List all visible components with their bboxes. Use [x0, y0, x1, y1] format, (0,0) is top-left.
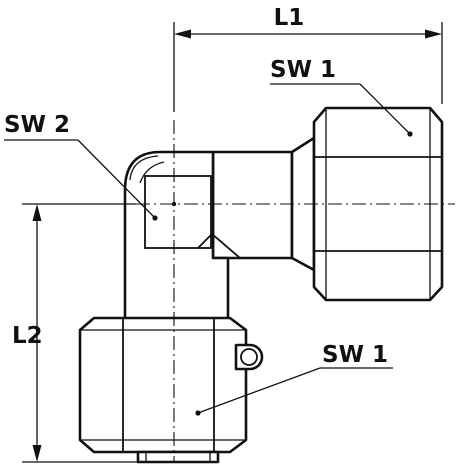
sw1-top-label: SW 1 [270, 57, 336, 83]
sw1-bottom-label: SW 1 [322, 342, 388, 368]
bottom-outlet-stub [136, 450, 220, 464]
sw2-wrench-flat [144, 175, 212, 249]
callout-sw1-bottom: SW 1 [195, 342, 393, 416]
l2-label: L2 [12, 323, 43, 349]
dimension-l2: L2 [12, 203, 140, 463]
callout-sw1-top: SW 1 [270, 57, 413, 137]
dimension-l1: L1 [173, 5, 443, 112]
sw2-label: SW 2 [4, 112, 70, 138]
side-port [234, 343, 264, 371]
elbow-body [123, 150, 241, 332]
right-outlet-body [211, 136, 316, 272]
l1-label: L1 [274, 5, 305, 31]
center-lines [136, 120, 455, 462]
angled-bore [197, 232, 241, 259]
bottom-hex-nut [78, 316, 248, 464]
callout-sw2: SW 2 [4, 112, 158, 221]
